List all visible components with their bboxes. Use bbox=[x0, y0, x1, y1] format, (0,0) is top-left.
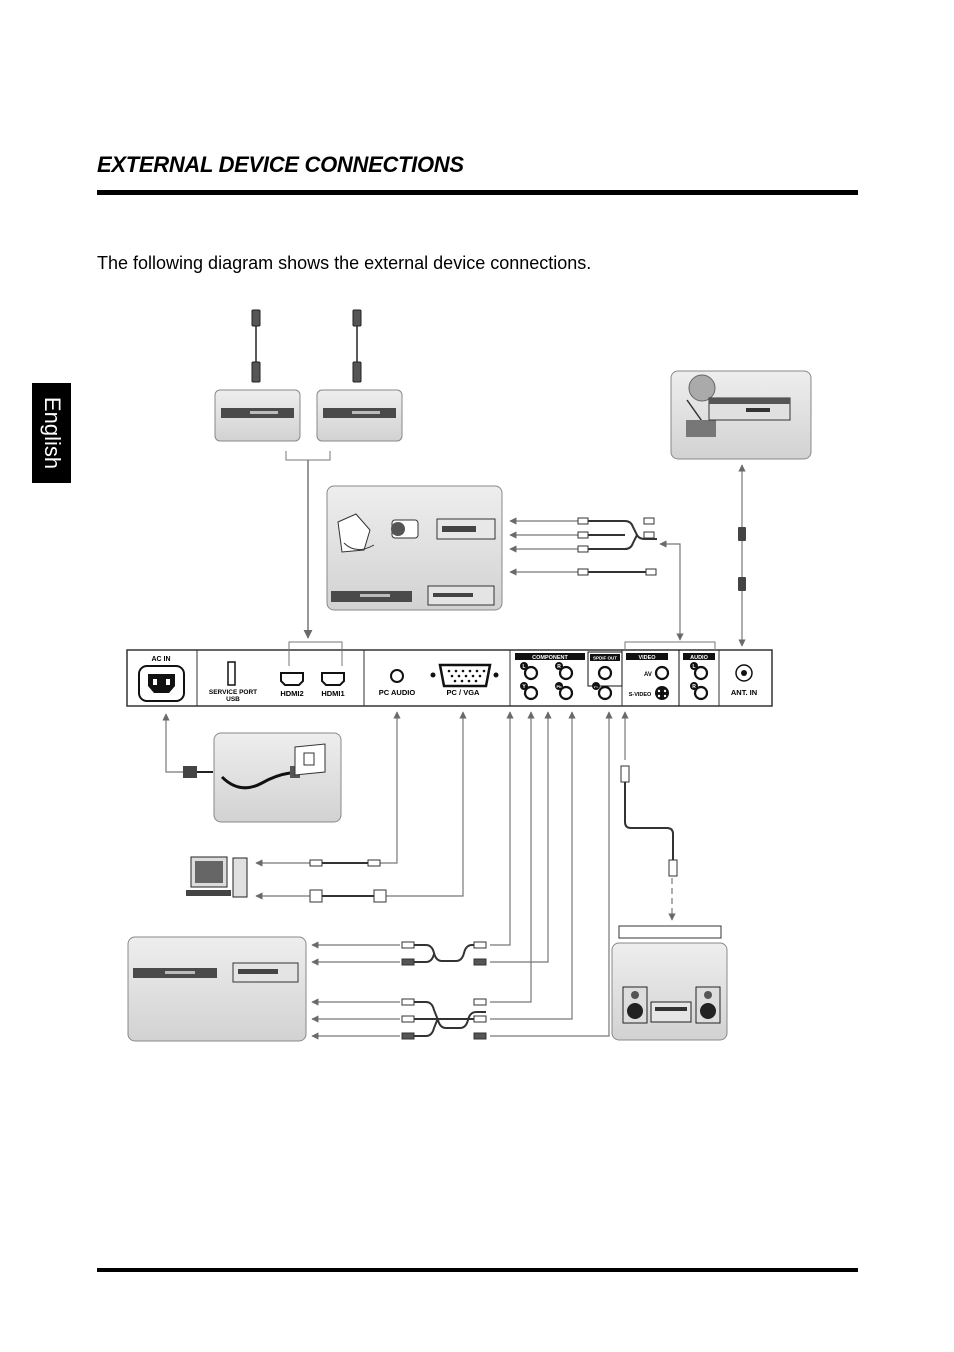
page-title: EXTERNAL DEVICE CONNECTIONS bbox=[97, 152, 464, 177]
audio-r-jack[interactable] bbox=[693, 685, 709, 701]
hdmi1-port[interactable] bbox=[321, 672, 345, 686]
ant-in-label: ANT. IN bbox=[731, 688, 757, 697]
computer-icon bbox=[186, 856, 248, 898]
component-label: COMPONENT bbox=[532, 655, 568, 661]
jack-label-y: Y bbox=[522, 684, 526, 690]
dvd-player-icon bbox=[323, 408, 396, 418]
camcorder-icon bbox=[391, 519, 419, 539]
antenna-in-port[interactable] bbox=[735, 664, 753, 682]
usb-port[interactable] bbox=[227, 661, 236, 686]
intro-text: The following diagram shows the external… bbox=[97, 253, 592, 273]
audio-l-jack[interactable] bbox=[693, 665, 709, 681]
game-console-icon bbox=[337, 513, 375, 553]
title-rule bbox=[97, 190, 858, 195]
service-port-label: SERVICE PORT bbox=[209, 689, 257, 696]
spdif-out-label: SPDIF OUT bbox=[593, 656, 617, 661]
hdmi2-port[interactable] bbox=[280, 672, 304, 686]
set-top-box-icon bbox=[427, 585, 495, 606]
component-jacks[interactable] bbox=[523, 665, 574, 701]
av-video-jack[interactable] bbox=[654, 665, 670, 681]
audio-jack-label-r: R bbox=[692, 684, 696, 690]
component-pr-jack[interactable] bbox=[597, 685, 613, 701]
vga-port[interactable] bbox=[438, 663, 492, 688]
spdif-out-jack[interactable] bbox=[597, 665, 613, 681]
ac-in-label: AC IN bbox=[151, 656, 170, 663]
audio-system-icon bbox=[622, 986, 721, 1024]
jack-label-pb: Pb bbox=[556, 684, 562, 689]
av-devices bbox=[326, 485, 684, 641]
hdmi1-label: HDMI1 bbox=[321, 689, 344, 698]
pc-connection bbox=[186, 711, 467, 903]
dvd-player-icon bbox=[221, 408, 294, 418]
hdmi2-label: HDMI2 bbox=[280, 689, 303, 698]
vcr-icon bbox=[436, 518, 496, 540]
audio-label: AUDIO bbox=[690, 655, 708, 661]
set-top-box-icon bbox=[232, 962, 299, 983]
rear-panel: AC IN SERVICE PORT USB HDMI2 HDMI1 PC AU… bbox=[126, 641, 773, 707]
dvd-player-icon bbox=[331, 591, 412, 602]
hdmi-plug-icon bbox=[251, 309, 362, 383]
pc-vga-label: PC / VGA bbox=[447, 688, 481, 697]
audio-jack-label-l: L bbox=[692, 664, 695, 670]
audio-system-connection bbox=[611, 711, 728, 1041]
language-tab: English bbox=[32, 383, 71, 483]
footer-rule bbox=[97, 1268, 858, 1272]
set-top-box-icon bbox=[708, 397, 791, 421]
dvd-player-icon bbox=[133, 968, 217, 978]
component-devices bbox=[127, 711, 613, 1042]
video-label: VIDEO bbox=[638, 655, 656, 661]
jack-label-l: L bbox=[522, 664, 525, 670]
s-video-label: S-VIDEO bbox=[629, 692, 652, 698]
pc-audio-jack[interactable] bbox=[390, 669, 404, 683]
ac-in-port[interactable] bbox=[138, 665, 185, 702]
hdmi-devices bbox=[214, 309, 403, 639]
power-connection bbox=[162, 713, 342, 823]
antenna-icon bbox=[686, 374, 716, 437]
jack-label-r: R bbox=[557, 664, 561, 670]
usb-label: USB bbox=[226, 696, 240, 703]
pc-audio-label: PC AUDIO bbox=[379, 688, 416, 697]
s-video-jack[interactable] bbox=[655, 686, 669, 700]
antenna-device bbox=[670, 370, 812, 647]
av-device-box bbox=[326, 485, 503, 611]
av-label: AV bbox=[644, 672, 652, 678]
